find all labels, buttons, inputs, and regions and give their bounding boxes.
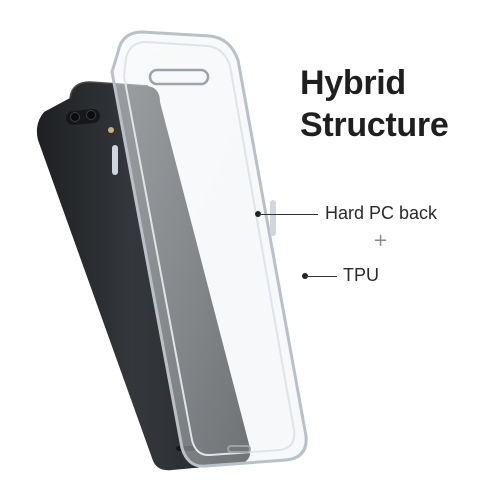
dual-camera (66, 108, 114, 133)
callout-line-tpu (305, 276, 337, 277)
headline: Hybrid Structure (300, 62, 449, 146)
headline-line1: Hybrid (300, 64, 406, 102)
callout-line-back (258, 214, 318, 215)
headline-line2: Structure (300, 106, 449, 144)
label-hard-pc-back: Hard PC back (325, 203, 438, 223)
plus-separator: + (373, 230, 389, 251)
clear-case (110, 30, 308, 468)
label-tpu: TPU (343, 265, 379, 285)
